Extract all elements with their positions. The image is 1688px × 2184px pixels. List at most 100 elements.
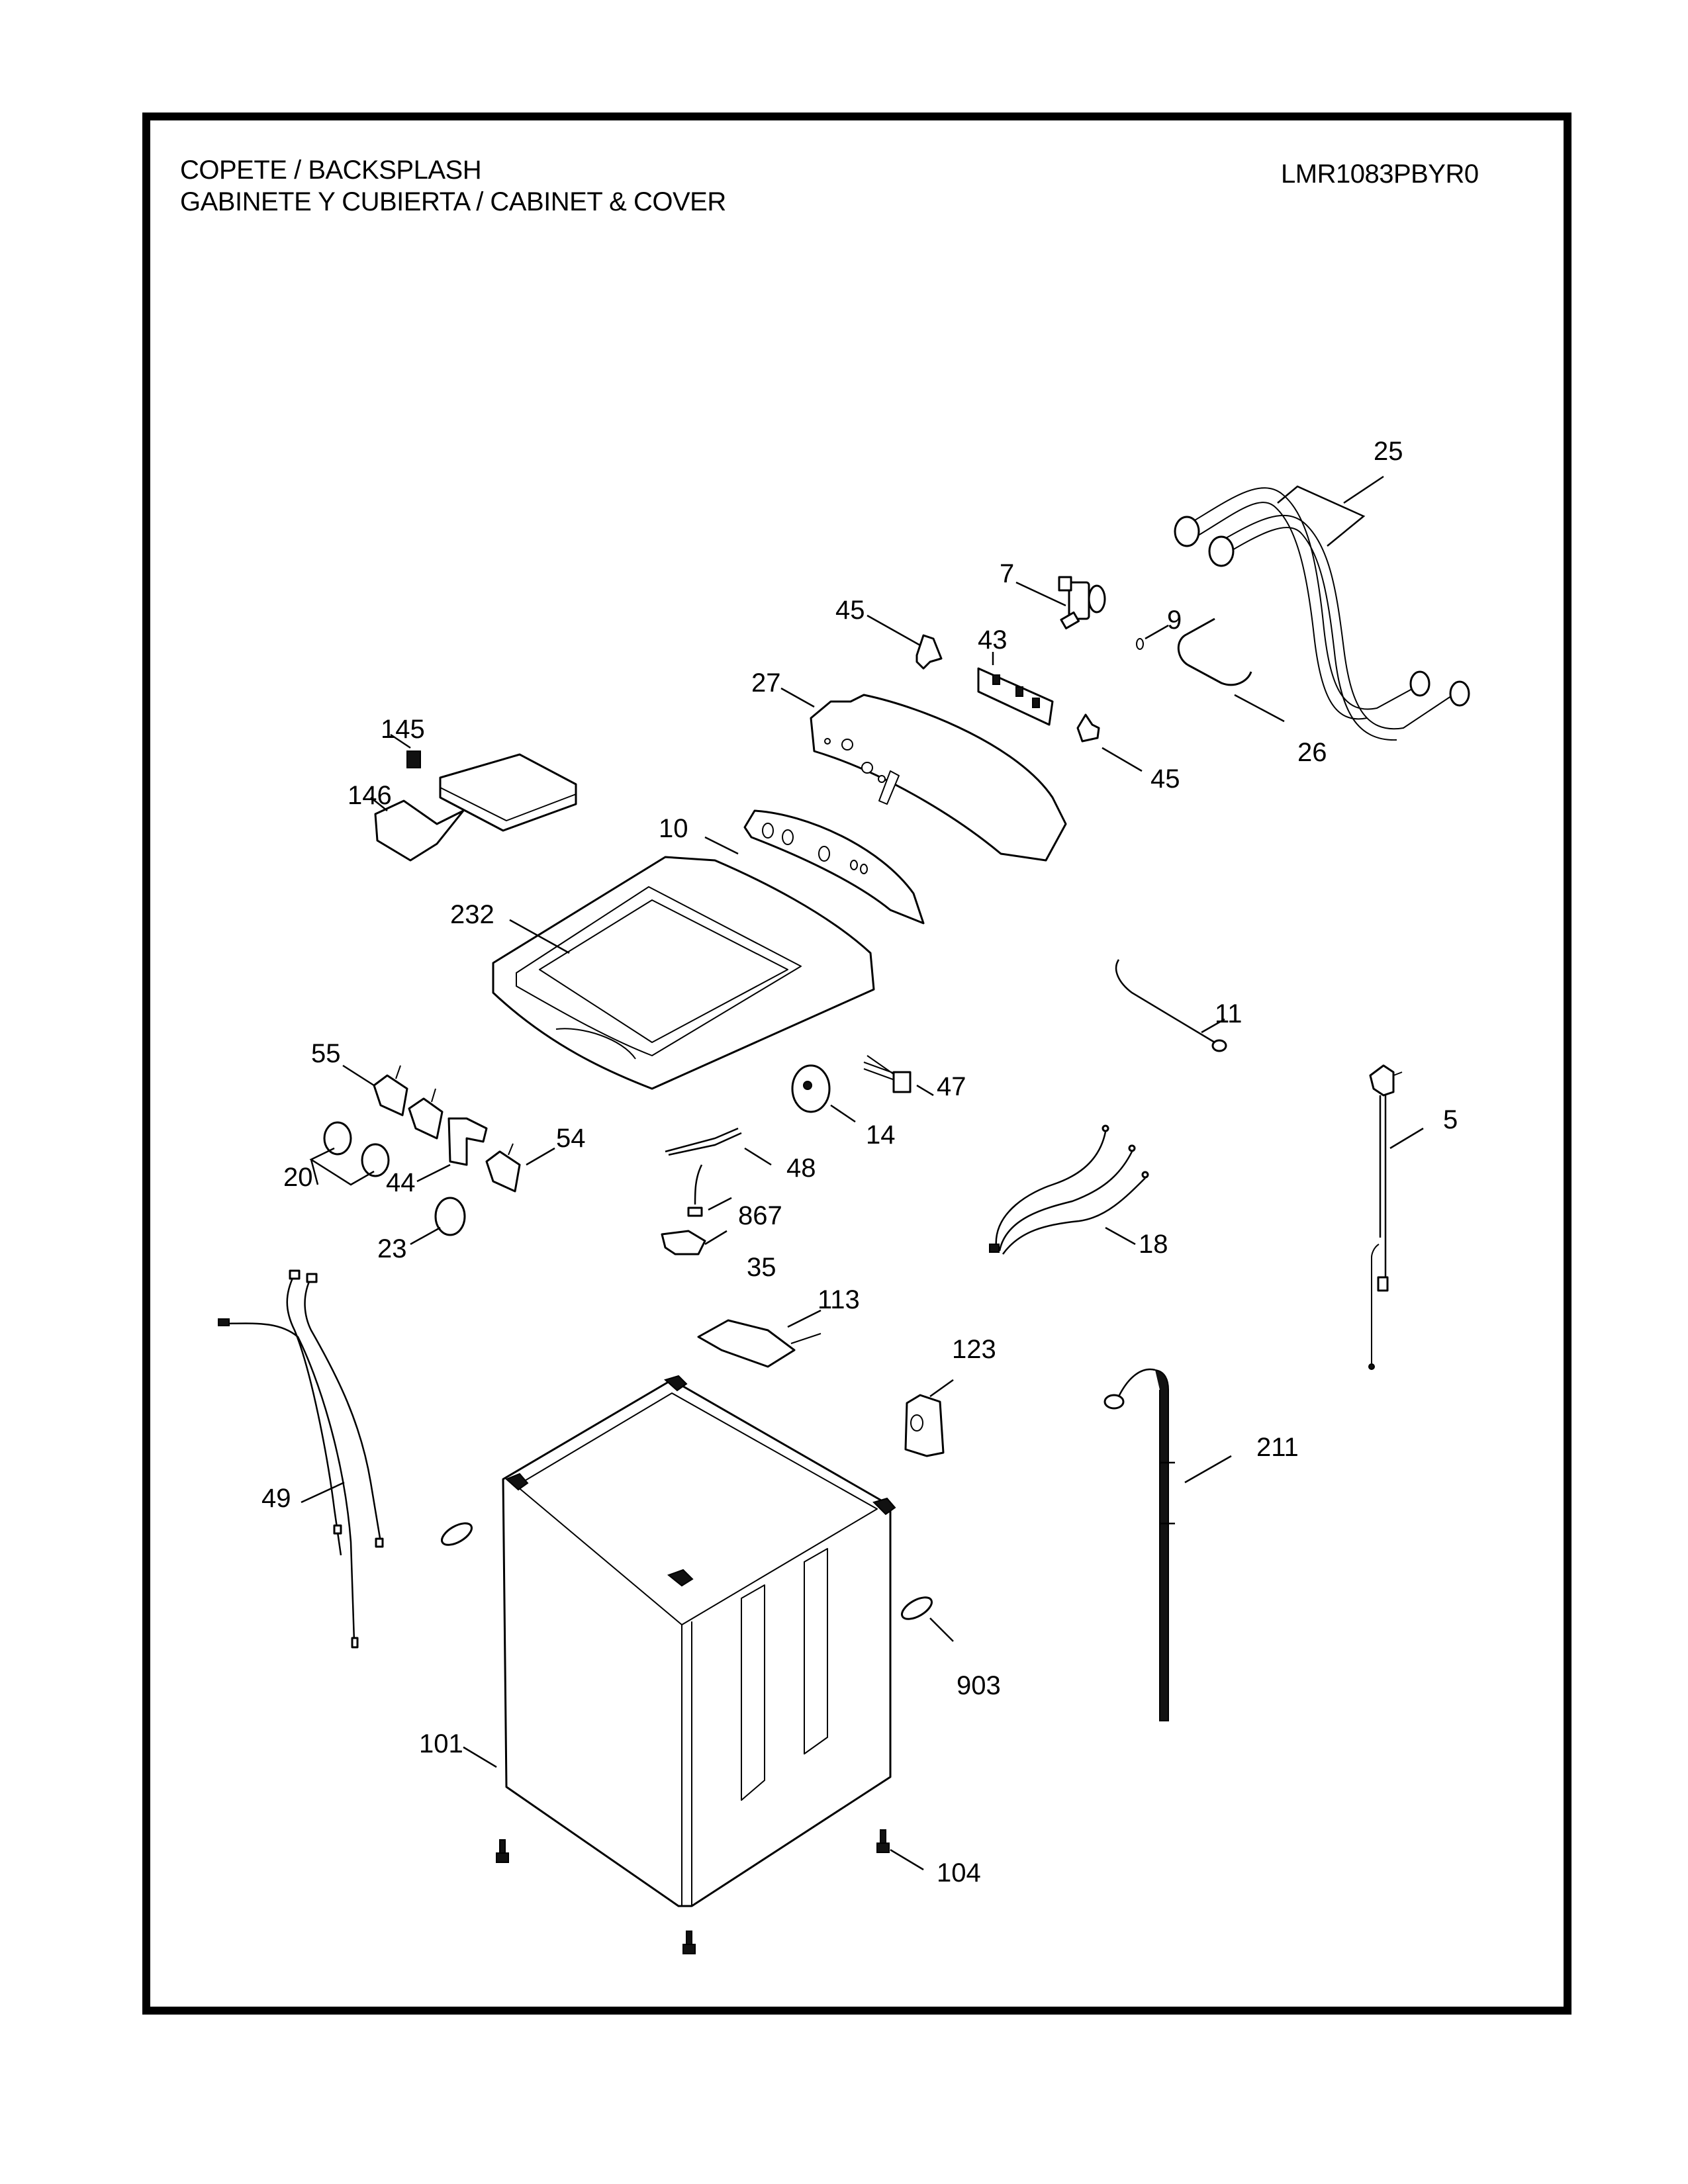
callout-49: 49 [261, 1481, 345, 1513]
part-top-cover [492, 856, 875, 1090]
part-bracket-right [1076, 713, 1100, 743]
part-connector-hose [1178, 617, 1252, 686]
part-knob-2 [361, 1143, 390, 1177]
callout-label: 26 [1297, 738, 1327, 767]
callout-5: 5 [1389, 1105, 1458, 1150]
callout-903: 903 [929, 1617, 1001, 1700]
callout-25: 25 [1277, 437, 1403, 547]
callout-123: 123 [929, 1335, 996, 1398]
callout-20: 20 [283, 1147, 375, 1192]
callout-101: 101 [419, 1729, 497, 1768]
callout-label: 7 [1000, 559, 1014, 588]
part-knob-1 [323, 1121, 352, 1156]
callout-label: 146 [348, 781, 392, 810]
callout-label: 14 [866, 1120, 896, 1150]
callout-label: 903 [957, 1671, 1001, 1700]
callout-211: 211 [1184, 1433, 1299, 1484]
model-number: LMR1083PBYR0 [1281, 159, 1479, 189]
part-selector-switch-1 [373, 1065, 408, 1116]
callout-label: 47 [937, 1072, 966, 1101]
part-leveling-foot-right [876, 1829, 890, 1853]
part-leveling-foot-left [496, 1839, 509, 1863]
callout-label: 113 [818, 1285, 860, 1314]
callout-label: 18 [1139, 1230, 1168, 1259]
part-pressure-switch [791, 1064, 831, 1113]
callout-232: 232 [450, 900, 570, 954]
callout-7: 7 [1000, 559, 1066, 607]
callout-label: 44 [386, 1168, 416, 1197]
callout-label: 35 [747, 1253, 776, 1282]
callout-label: 45 [835, 596, 865, 625]
part-pump [904, 1394, 945, 1457]
callout-867: 867 [708, 1197, 782, 1230]
part-clip [687, 1206, 703, 1217]
callout-label: 43 [978, 625, 1008, 655]
part-lid-lock [697, 1319, 821, 1368]
part-push-button [447, 1117, 488, 1166]
callout-label: 5 [1443, 1105, 1458, 1134]
part-dispenser-assembly [406, 751, 577, 832]
callout-104: 104 [890, 1848, 981, 1888]
callout-label: 101 [419, 1729, 463, 1758]
callout-label: 211 [1256, 1433, 1299, 1462]
part-bracket-left [915, 634, 943, 670]
callout-label: 27 [751, 668, 781, 698]
callout-55: 55 [311, 1039, 375, 1087]
part-control-board [977, 667, 1054, 726]
callout-label: 232 [450, 900, 494, 929]
callout-label: 45 [1150, 764, 1180, 794]
part-drain-hose [1103, 1368, 1175, 1721]
diagram-title-backsplash: COPETE / BACKSPLASH [180, 156, 482, 185]
callout-146: 146 [348, 781, 392, 811]
callout-45-left: 45 [835, 596, 921, 647]
part-dispenser-drawer [374, 799, 465, 862]
callout-26: 26 [1234, 694, 1327, 767]
part-selector-switch-54 [485, 1143, 521, 1193]
callout-label: 9 [1167, 606, 1182, 635]
callout-11: 11 [1201, 999, 1243, 1034]
part-leveling-foot-center [682, 1931, 696, 1954]
diagram-border [142, 113, 1571, 2015]
callout-27: 27 [751, 668, 815, 708]
callout-47: 47 [916, 1072, 966, 1101]
part-clamp [1136, 638, 1144, 650]
callout-label: 867 [738, 1201, 782, 1230]
callout-14: 14 [830, 1104, 896, 1150]
part-selector-switch-2 [408, 1088, 444, 1140]
callout-label: 145 [381, 715, 425, 744]
callout-label: 49 [261, 1484, 291, 1513]
callout-9: 9 [1145, 606, 1182, 640]
part-inlet-hoses [1174, 487, 1470, 741]
callout-label: 48 [786, 1154, 816, 1183]
callout-23: 23 [377, 1226, 441, 1263]
callout-label: 23 [377, 1234, 407, 1263]
part-cabinet [502, 1375, 896, 1907]
callout-35: 35 [704, 1230, 776, 1282]
callout-113: 113 [787, 1285, 860, 1328]
part-wire-harness-small [665, 1127, 742, 1205]
part-grommet-right [901, 1596, 933, 1620]
part-water-valve [1058, 576, 1106, 629]
part-control-panel-overlay [743, 809, 925, 925]
callout-label: 55 [311, 1039, 341, 1068]
callout-48: 48 [744, 1147, 816, 1183]
callout-44: 44 [386, 1163, 451, 1197]
callout-label: 10 [659, 814, 688, 843]
part-sensor-wire [1115, 959, 1227, 1052]
callout-label: 123 [952, 1335, 996, 1364]
callout-label: 25 [1374, 437, 1403, 466]
part-backsplash [810, 694, 1067, 862]
diagram-title-cabinet-cover: GABINETE Y CUBIERTA / CABINET & COVER [180, 187, 726, 216]
callout-label: 11 [1215, 999, 1243, 1028]
callout-label: 20 [283, 1163, 313, 1192]
callout-18: 18 [1105, 1226, 1168, 1259]
part-ground-wires [989, 1124, 1149, 1255]
part-power-cord [1368, 1064, 1403, 1370]
callout-label: 54 [556, 1124, 586, 1153]
part-wire-connector [863, 1055, 912, 1093]
callout-54: 54 [526, 1124, 586, 1166]
part-grommet-left [441, 1522, 473, 1546]
part-knob-single [434, 1197, 466, 1236]
callout-label: 104 [937, 1858, 981, 1888]
